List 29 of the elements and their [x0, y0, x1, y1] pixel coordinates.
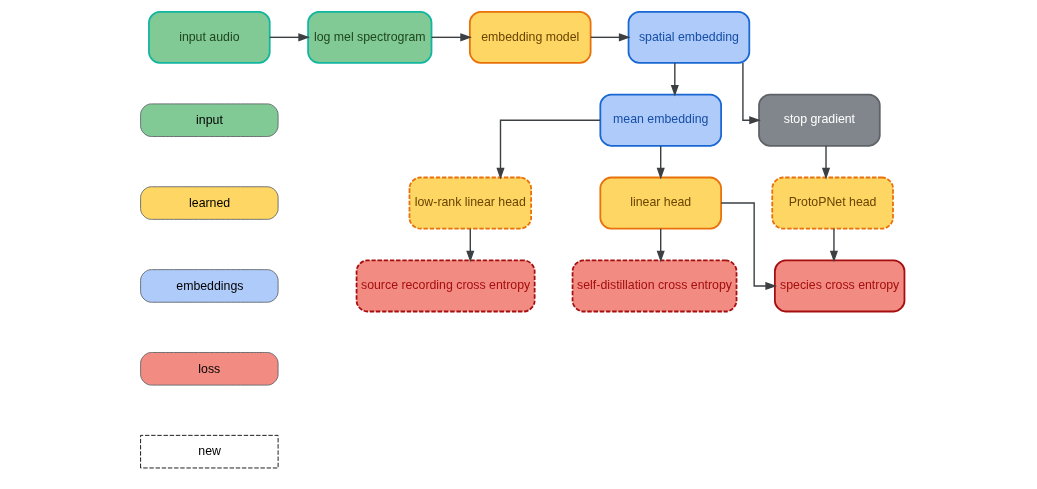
arrow	[430, 33, 472, 42]
node-box: ProtoPNet head	[770, 176, 894, 230]
node-box: linear head	[598, 176, 722, 230]
arrow	[495, 119, 601, 180]
node-box: self-distillation cross entropy	[571, 259, 737, 313]
arrow	[465, 228, 474, 263]
node-box: spatial embedding	[627, 10, 750, 64]
arrow	[741, 62, 761, 125]
node-box: stop gradient	[757, 93, 881, 147]
arrow	[589, 33, 631, 42]
node-box: embedding model	[468, 10, 591, 64]
legend-label: input	[195, 112, 223, 127]
legend-label: learned	[188, 195, 230, 210]
node-box: input audio	[147, 10, 271, 64]
node-box: log mel spectrogram	[306, 10, 432, 64]
legend-label: loss	[197, 361, 220, 376]
arrow	[829, 228, 838, 263]
arrow	[656, 228, 665, 263]
node-box: mean embedding	[598, 93, 722, 147]
node-box: source recording cross entropy	[355, 259, 536, 313]
arrow	[821, 145, 830, 180]
arrow	[656, 145, 665, 180]
arrow	[670, 62, 679, 97]
legend-label: embeddings	[175, 278, 243, 293]
arrow	[720, 202, 777, 290]
arrow	[268, 33, 310, 42]
node-box: low-rank linear head	[408, 176, 532, 230]
node-box: species cross entropy	[773, 259, 905, 313]
legend-label: new	[197, 444, 221, 459]
